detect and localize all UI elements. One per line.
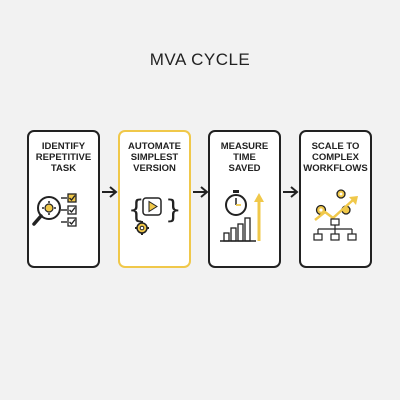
arrow-right-icon (193, 186, 209, 198)
svg-text:}: } (165, 195, 182, 225)
step-label-measure: MEASURE TIME SAVED (220, 141, 269, 174)
stopwatch-barchart-icon (220, 190, 264, 242)
step-card-automate: AUTOMATE SIMPLEST VERSION { } (118, 130, 191, 268)
magnifier-checklist-icon (32, 193, 77, 227)
step-label-scale: SCALE TO COMPLEX WORKFLOWS (303, 141, 368, 174)
diagram-title: MVA CYCLE (149, 50, 251, 69)
step-label-identify: IDENTIFY REPETITIVE TASK (35, 141, 92, 174)
step-card-identify: IDENTIFY REPETITIVE TASK (27, 130, 100, 268)
arrow-right-icon (102, 186, 118, 198)
step-card-scale: SCALE TO COMPLEX WORKFLOWS (299, 130, 372, 268)
gears-growth-hierarchy-icon (313, 189, 358, 241)
step-card-measure: MEASURE TIME SAVED (208, 130, 281, 268)
arrow-right-icon (283, 186, 299, 198)
step-label-automate: AUTOMATE SIMPLEST VERSION (128, 141, 181, 174)
svg-text:{: { (128, 195, 145, 225)
code-play-gear-icon: { } (128, 195, 182, 235)
